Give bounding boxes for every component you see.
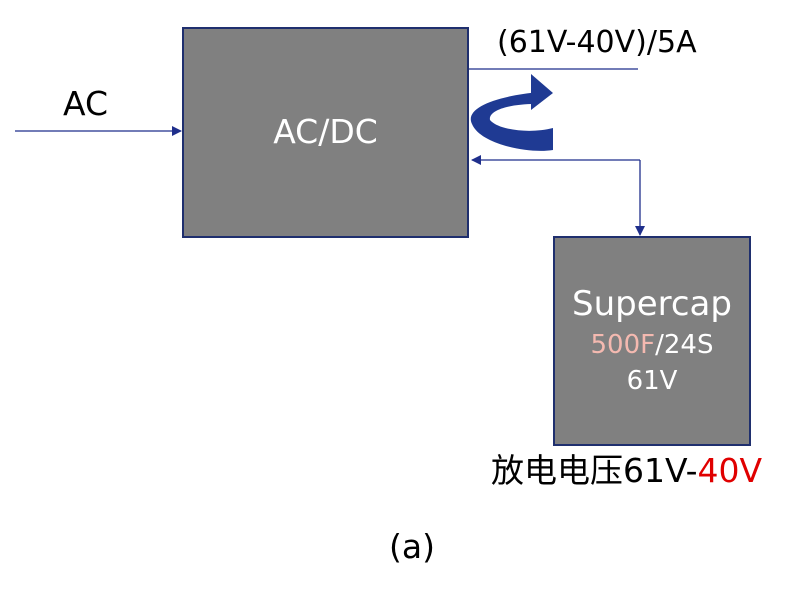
supercap-voltage: 61V <box>626 366 678 396</box>
acdc-converter-block <box>182 27 469 238</box>
ac-input-label: AC <box>63 84 109 123</box>
acdc-label: AC/DC <box>273 112 378 151</box>
supercap-title: Supercap <box>572 284 732 324</box>
figure-caption: (a) <box>389 527 435 566</box>
capacitance-value: 500F <box>590 330 656 360</box>
output-rating-label: (61V-40V)/5A <box>497 25 697 60</box>
discharge-end-voltage: 40V <box>697 451 763 490</box>
discharge-voltage-label: 放电电压61V-40V <box>491 454 762 487</box>
circulating-current-arrow-icon <box>470 74 553 151</box>
cell-count: /24S <box>655 330 714 360</box>
supercap-spec: 500F/24S <box>553 332 751 358</box>
supercap-block <box>553 236 751 446</box>
discharge-prefix: 放电电压61V- <box>491 451 698 490</box>
